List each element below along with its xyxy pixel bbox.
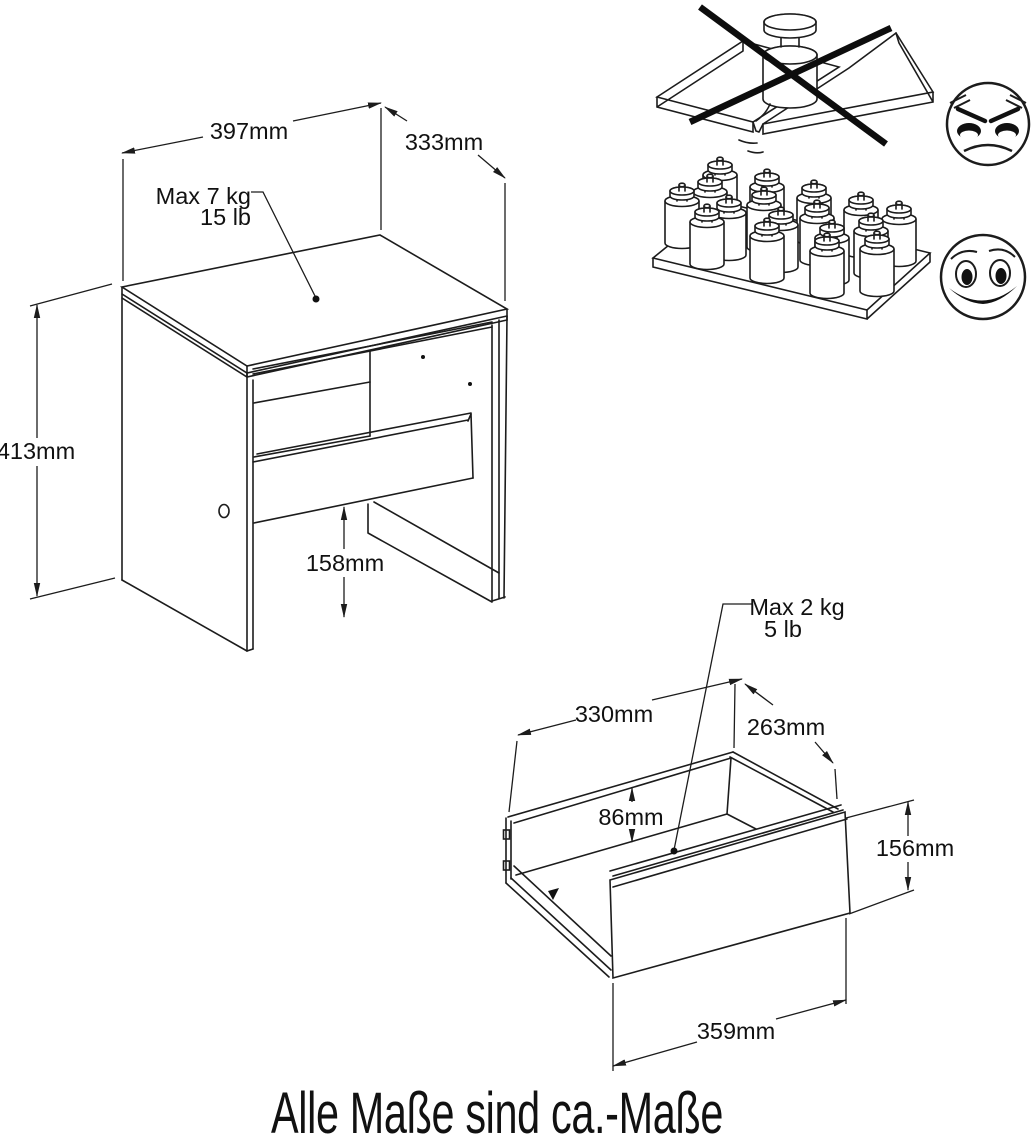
table-depth-label: 333mm (405, 129, 483, 155)
drawer-line-drawing (502, 751, 851, 980)
cam-lock-hole (218, 503, 230, 519)
drawer-max-load-label: Max 2 kg (749, 594, 844, 620)
cam-fitting (502, 829, 511, 840)
drawer-front-width-label: 359mm (697, 1018, 775, 1044)
max-load-pointer-dot (312, 295, 320, 303)
drawer-dimensions: 330mm 263mm 86mm 156mm 359mm Max 2 kg 5 … (508, 594, 954, 1071)
screw-hole (468, 382, 472, 386)
caption-text: Alle Maße sind ca.-Maße (271, 1081, 723, 1146)
no-point-load-icon (655, 4, 935, 154)
screw-hole (421, 355, 425, 359)
angry-face-icon (945, 81, 1031, 167)
cam-fitting (502, 860, 511, 871)
table-max-load-label: Max 7 kg (156, 183, 251, 209)
drawer-max-load-lb-label: 5 lb (764, 616, 802, 642)
drawer-front-height-label: 156mm (876, 835, 954, 861)
distributed-load-icon (651, 156, 932, 321)
cross-out-x-icon (688, 4, 893, 147)
runner-arrow (548, 888, 559, 900)
smiley-face-icon (939, 233, 1027, 321)
table-dimensions: 397mm 333mm 413mm 158mm Max 7 kg 15 lb (0, 102, 506, 618)
table-height-label: 413mm (0, 438, 75, 464)
drawer-inner-height-label: 86mm (598, 804, 663, 830)
table-max-load-lb-label: 15 lb (200, 204, 251, 230)
table-width-label: 397mm (210, 118, 288, 144)
table-clearance-label: 158mm (306, 550, 384, 576)
max-load-pointer-dot (670, 847, 678, 855)
drawer-inner-depth-label: 263mm (747, 714, 825, 740)
drawer-inner-width-label: 330mm (575, 701, 653, 727)
